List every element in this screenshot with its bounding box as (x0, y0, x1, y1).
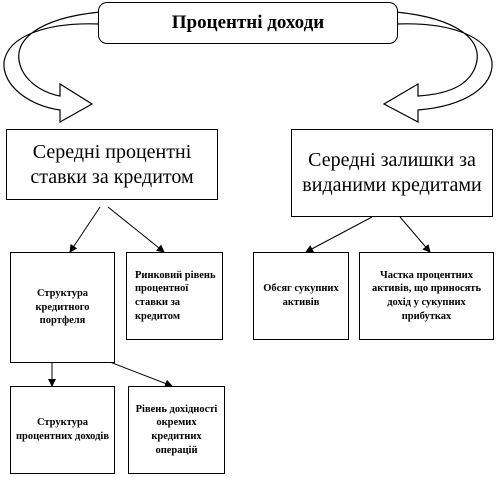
rates-label: Середні процентні ставки за кредитом (30, 140, 194, 188)
share-box: Частка процентних активів, що приносять … (359, 252, 494, 340)
portfolio-box: Структура кредитного портфеля (10, 252, 115, 363)
arrow-rates-portfolio (69, 206, 101, 253)
structure-label: Структура процентних доходів (15, 417, 110, 442)
yield-label: Рівень дохідності окремих кредитних опер… (135, 403, 218, 456)
market-label: Ринковий рівень процентної ставки за кре… (135, 269, 216, 322)
volume-box: Обсяг сукупних активів (253, 252, 349, 340)
arrow-rates-market (107, 206, 165, 253)
share-label: Частка процентних активів, що приносять … (371, 269, 482, 322)
curved-arrow-right (382, 11, 493, 123)
arrow-balances-volume (305, 216, 373, 253)
diagram-title: Процентні доходи (171, 12, 325, 33)
arrow-balances-share (399, 216, 431, 253)
title-box: Процентні доходи (98, 2, 398, 44)
rates-box: Середні процентні ставки за кредитом (6, 129, 218, 200)
volume-label: Обсяг сукупних активів (263, 283, 339, 308)
balances-box: Середні залишки за виданими кредитами (291, 129, 493, 217)
market-box: Ринковий рівень процентної ставки за кре… (126, 252, 223, 340)
yield-box: Рівень дохідності окремих кредитних опер… (128, 386, 225, 474)
balances-label: Середні залишки за виданими кредитами (302, 149, 482, 196)
curved-arrow-left (3, 11, 101, 124)
structure-box: Структура процентних доходів (10, 386, 115, 474)
portfolio-label: Структура кредитного портфеля (35, 288, 90, 327)
